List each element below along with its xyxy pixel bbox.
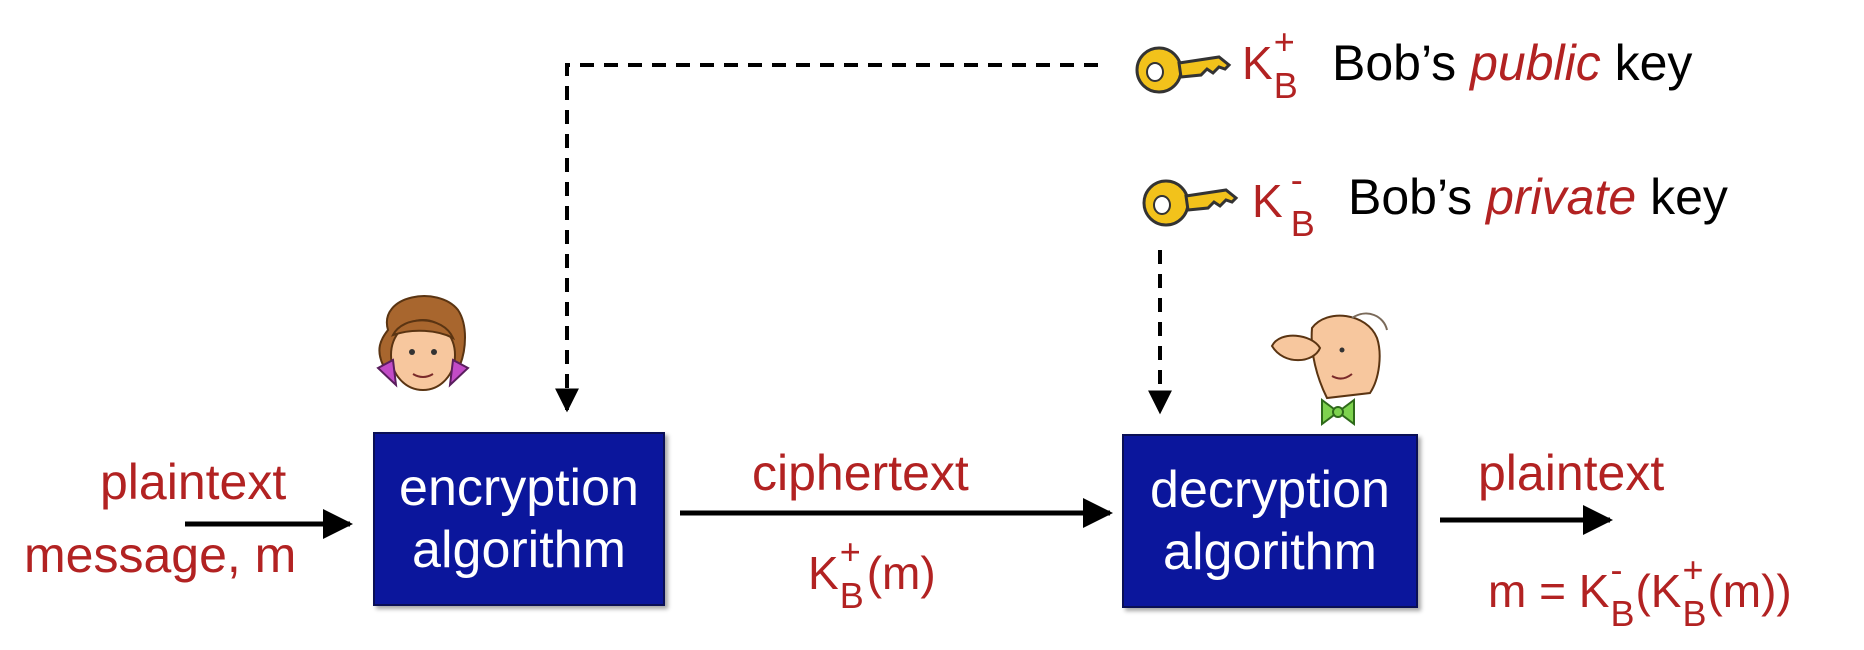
encryption-box-line2: algorithm [412,521,626,579]
ciphertext-label: ciphertext [752,445,969,501]
ciphertext-formula: K+B(m) [808,531,936,616]
output-lhs: m = [1488,565,1579,617]
private-key-caption: Bob’s private key [1348,169,1728,225]
ciphertext-key-symbol: K+B [808,531,864,616]
encryption-box-line1: encryption [399,459,639,517]
public-key-dashed-line [555,63,1098,413]
output-inner-key: K+B [1650,549,1707,634]
public-key-icon [1135,46,1232,94]
public-key-caption: Bob’s public key [1332,35,1693,91]
bob-avatar [1270,312,1388,426]
public-key-label: K+B [1242,21,1298,106]
alice-avatar [376,295,470,391]
public-key-subscript: B [1273,65,1298,106]
decryption-algorithm-box: decryption algorithm [1122,434,1418,608]
decryption-box-line1: decryption [1150,461,1390,519]
ciphertext-arg: (m) [866,547,936,599]
private-key-icon [1142,179,1239,227]
output-formula: m = K-B(K+B(m)) [1488,549,1792,634]
private-key-subscript: B [1290,203,1315,244]
output-outer-key: K-B [1578,549,1635,634]
encryption-algorithm-box: encryption algorithm [373,432,665,606]
decryption-box-line2: algorithm [1163,523,1377,581]
output-plaintext-label: plaintext [1478,445,1665,501]
input-plaintext-label: plaintext [100,454,287,510]
input-message-label: message, m [24,527,297,583]
private-key-superscript: - [1290,159,1303,200]
private-key-symbol: K-B [1252,159,1315,244]
private-key-label: K-B [1252,159,1315,244]
public-key-symbol: K+B [1242,21,1298,106]
public-key-superscript: + [1273,21,1295,62]
